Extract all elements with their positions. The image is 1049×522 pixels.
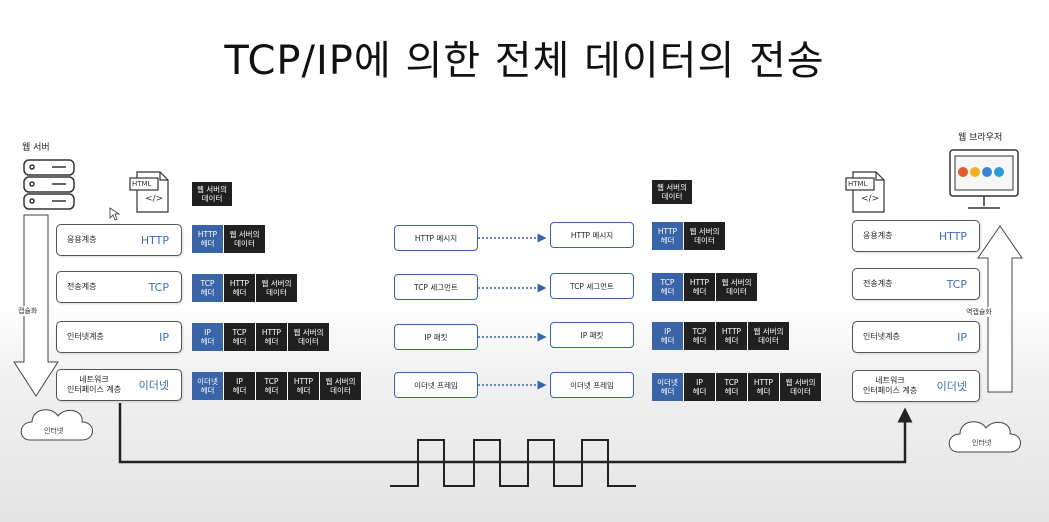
left-layer-application: 응용계층 HTTP [56, 224, 182, 256]
cloud-right [948, 421, 1021, 453]
transfer-right-ip: IP 패킷 [550, 322, 634, 348]
monitor-icon [949, 149, 1019, 209]
packet-header-cell: IP 헤더 [192, 323, 224, 351]
packet-data-cell: 웹 서버의 데이터 [320, 372, 362, 400]
cloud-left [20, 409, 93, 441]
physical-link [118, 403, 913, 464]
transfer-left-tcp: TCP 세그먼트 [394, 274, 478, 300]
layer-name: 네트워크 인터페이스 계층 [863, 376, 918, 395]
left-layer-internet: 인터넷계층 IP [56, 321, 182, 353]
html-icon-glyph-right: </> [861, 194, 880, 204]
server-icon [23, 159, 75, 210]
transfer-right-http: HTTP 메시지 [550, 222, 634, 248]
packet-header-cell: TCP 헤더 [684, 322, 716, 350]
signal-wave [390, 439, 636, 487]
layer-protocol: TCP [148, 280, 169, 294]
right-layer-application: 응용계층 HTTP [852, 220, 980, 252]
left-layer-transport: 전송계층 TCP [56, 271, 182, 303]
internet-label-right: 인터넷 [972, 439, 992, 447]
layer-protocol: IP [159, 330, 169, 344]
packet-header-cell: TCP 헤더 [224, 323, 256, 351]
packet-data-cell: 웹 서버의 데이터 [716, 273, 758, 301]
decapsulation-label: 역캡슐화 [966, 307, 992, 317]
right-layer-network-interface: 네트워크 인터페이스 계층 이더넷 [852, 370, 980, 402]
packet-data-cell: 웹 서버의 데이터 [684, 222, 726, 250]
transfer-left-ethernet: 이더넷 프레임 [394, 372, 478, 398]
layer-protocol: 이더넷 [138, 379, 169, 392]
layer-protocol: TCP [946, 277, 967, 291]
packet-header-cell: IP 헤더 [224, 372, 256, 400]
encapsulation-arrow [13, 214, 59, 397]
packet-header-cell: IP 헤더 [684, 373, 716, 401]
packet-header-cell: 이더넷 헤더 [192, 372, 224, 400]
cursor-icon [109, 207, 121, 221]
left-layer-network-interface: 네트워크 인터페이스 계층 이더넷 [56, 369, 182, 401]
packet-header-cell: HTTP 헤더 [192, 225, 224, 253]
packet-header-cell: HTTP 헤더 [256, 323, 288, 351]
packet-header-cell: TCP 헤더 [716, 373, 748, 401]
layer-name: 네트워크 인터페이스 계층 [67, 375, 122, 394]
packet-data-cell: 웹 서버의 데이터 [224, 225, 266, 253]
layer-name: 응용계층 [863, 231, 893, 240]
packet-header-cell: HTTP 헤더 [748, 373, 780, 401]
layer-name: 인터넷계층 [67, 332, 104, 341]
transfer-right-tcp: TCP 세그먼트 [550, 273, 634, 299]
layer-name: 전송계층 [863, 279, 893, 288]
packet-header-cell: HTTP 헤더 [224, 274, 256, 302]
page-title: TCP/IP에 의한 전체 데이터의 전송 [224, 38, 825, 84]
packet-data-cell: 웹 서버의 데이터 [256, 274, 298, 302]
received-data-label: 웹 서버의 데이터 [652, 180, 692, 204]
html-file-icon-left [129, 171, 169, 213]
packet-header-cell: IP 헤더 [652, 322, 684, 350]
encapsulation-label: 캡슐화 [18, 306, 38, 316]
layer-protocol: HTTP [938, 229, 967, 243]
layer-name: 응용계층 [67, 235, 97, 244]
packet-header-cell: 이더넷 헤더 [652, 373, 684, 401]
internet-label-left: 인터넷 [44, 427, 64, 435]
packet-data-cell: 웹 서버의 데이터 [748, 322, 790, 350]
browser-label: 웹 브라우저 [958, 133, 1003, 143]
packet-header-cell: HTTP 헤더 [288, 372, 320, 400]
layer-protocol: 이더넷 [936, 380, 967, 393]
packet-header-cell: HTTP 헤더 [684, 273, 716, 301]
packet-header-cell: HTTP 헤더 [652, 222, 684, 250]
right-layer-internet: 인터넷계층 IP [852, 321, 980, 353]
packet-header-cell: TCP 헤더 [652, 273, 684, 301]
packet-header-cell: TCP 헤더 [192, 274, 224, 302]
html-icon-label-right: HTML [848, 180, 868, 188]
transfer-left-ip: IP 패킷 [394, 324, 478, 350]
html-file-icon-right [845, 171, 885, 213]
layer-protocol: HTTP [140, 233, 169, 247]
transfer-arrows [478, 233, 547, 390]
packet-data-cell: 웹 서버의 데이터 [288, 323, 330, 351]
right-layer-transport: 전송계층 TCP [852, 268, 980, 300]
layer-name: 인터넷계층 [863, 332, 900, 341]
transfer-left-http: HTTP 메시지 [394, 225, 478, 251]
html-icon-label-left: HTML [132, 180, 152, 188]
layer-name: 전송계층 [67, 282, 97, 291]
packet-header-cell: TCP 헤더 [256, 372, 288, 400]
packet-header-cell: HTTP 헤더 [716, 322, 748, 350]
layer-protocol: IP [957, 330, 967, 344]
html-icon-glyph-left: </> [145, 194, 164, 204]
packet-data-cell: 웹 서버의 데이터 [780, 373, 822, 401]
transfer-right-ethernet: 이더넷 프레임 [550, 372, 634, 398]
server-data-label: 웹 서버의 데이터 [192, 182, 232, 206]
decapsulation-arrow [977, 225, 1023, 393]
server-label: 웹 서버 [22, 143, 50, 153]
